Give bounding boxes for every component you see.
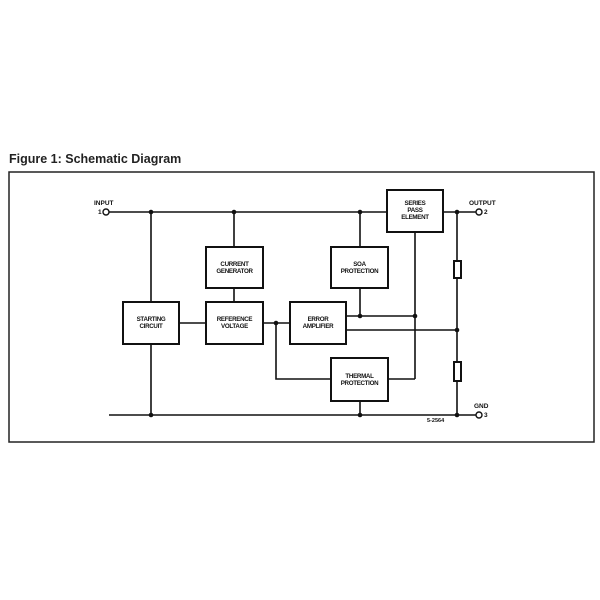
svg-text:REFERENCE: REFERENCE bbox=[217, 316, 253, 323]
thermal-protection-block: THERMAL PROTECTION bbox=[330, 357, 389, 402]
input-terminal bbox=[102, 208, 110, 216]
svg-text:GENERATOR: GENERATOR bbox=[216, 268, 253, 275]
output-terminal bbox=[475, 208, 483, 216]
resistor-lower bbox=[453, 361, 462, 382]
figure-frame bbox=[8, 171, 595, 443]
svg-text:SERIES: SERIES bbox=[405, 200, 426, 207]
output-pin-number: 2 bbox=[484, 209, 488, 216]
svg-text:PROTECTION: PROTECTION bbox=[341, 380, 379, 387]
gnd-pin-number: 3 bbox=[484, 412, 488, 419]
svg-text:THERMAL: THERMAL bbox=[345, 373, 374, 380]
soa-protection-block: SOA PROTECTION bbox=[330, 246, 389, 289]
svg-text:PROTECTION: PROTECTION bbox=[341, 268, 379, 275]
junction-dots bbox=[148, 209, 460, 418]
gnd-terminal bbox=[475, 411, 483, 419]
series-pass-element-block: SERIES PASS ELEMENT bbox=[386, 189, 444, 233]
svg-text:STARTING: STARTING bbox=[137, 316, 166, 323]
input-label: INPUT bbox=[94, 200, 114, 207]
svg-text:AMPLIFIER: AMPLIFIER bbox=[303, 323, 334, 330]
svg-text:CIRCUIT: CIRCUIT bbox=[140, 323, 164, 330]
resistor-upper bbox=[453, 260, 462, 279]
svg-text:ERROR: ERROR bbox=[308, 316, 330, 323]
figure-title: Figure 1: Schematic Diagram bbox=[9, 152, 182, 166]
drawing-code: 5-2564 bbox=[427, 418, 445, 424]
svg-text:PASS: PASS bbox=[407, 207, 422, 214]
svg-text:SOA: SOA bbox=[353, 261, 366, 268]
reference-voltage-block: REFERENCE VOLTAGE bbox=[205, 301, 264, 345]
svg-text:CURRENT: CURRENT bbox=[220, 261, 249, 268]
svg-text:ELEMENT: ELEMENT bbox=[401, 214, 429, 221]
svg-text:VOLTAGE: VOLTAGE bbox=[221, 323, 248, 330]
gnd-label: GND bbox=[474, 403, 489, 410]
error-amplifier-block: ERROR AMPLIFIER bbox=[289, 301, 347, 345]
current-generator-block: CURRENT GENERATOR bbox=[205, 246, 264, 289]
input-pin-number: 1 bbox=[98, 209, 102, 216]
output-label: OUTPUT bbox=[469, 200, 496, 207]
starting-circuit-block: STARTING CIRCUIT bbox=[122, 301, 180, 345]
